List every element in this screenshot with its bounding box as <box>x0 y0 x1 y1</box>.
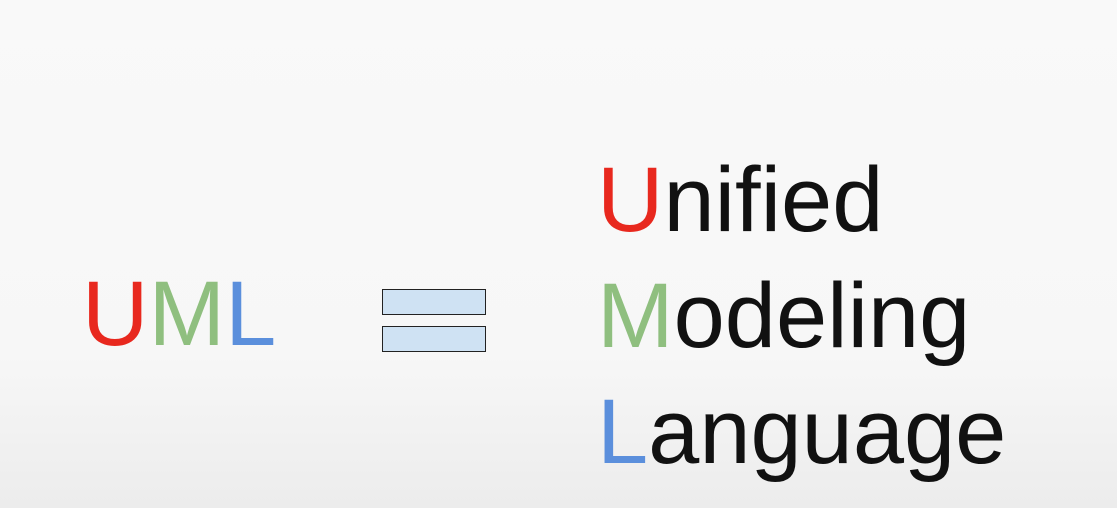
expansion-line-unified: Unified <box>597 142 1006 258</box>
word-rest-modeling: odeling <box>673 265 971 367</box>
expansion-line-language: Language <box>597 374 1006 490</box>
word-rest-unified: nified <box>663 149 884 251</box>
acronym-uml: UML <box>82 268 276 360</box>
expansion-text: Unified Modeling Language <box>597 142 1006 490</box>
word-rest-language: anguage <box>648 381 1007 483</box>
acronym-letter-m: M <box>148 263 226 365</box>
initial-l: L <box>597 381 649 483</box>
equals-bar-top <box>382 289 486 315</box>
expansion-line-modeling: Modeling <box>597 258 1006 374</box>
equals-sign <box>382 289 486 353</box>
initial-m: M <box>597 265 674 367</box>
initial-u: U <box>597 149 664 251</box>
acronym-letter-l: L <box>225 263 277 365</box>
equals-bar-bottom <box>382 326 486 352</box>
acronym-letter-u: U <box>82 263 149 365</box>
